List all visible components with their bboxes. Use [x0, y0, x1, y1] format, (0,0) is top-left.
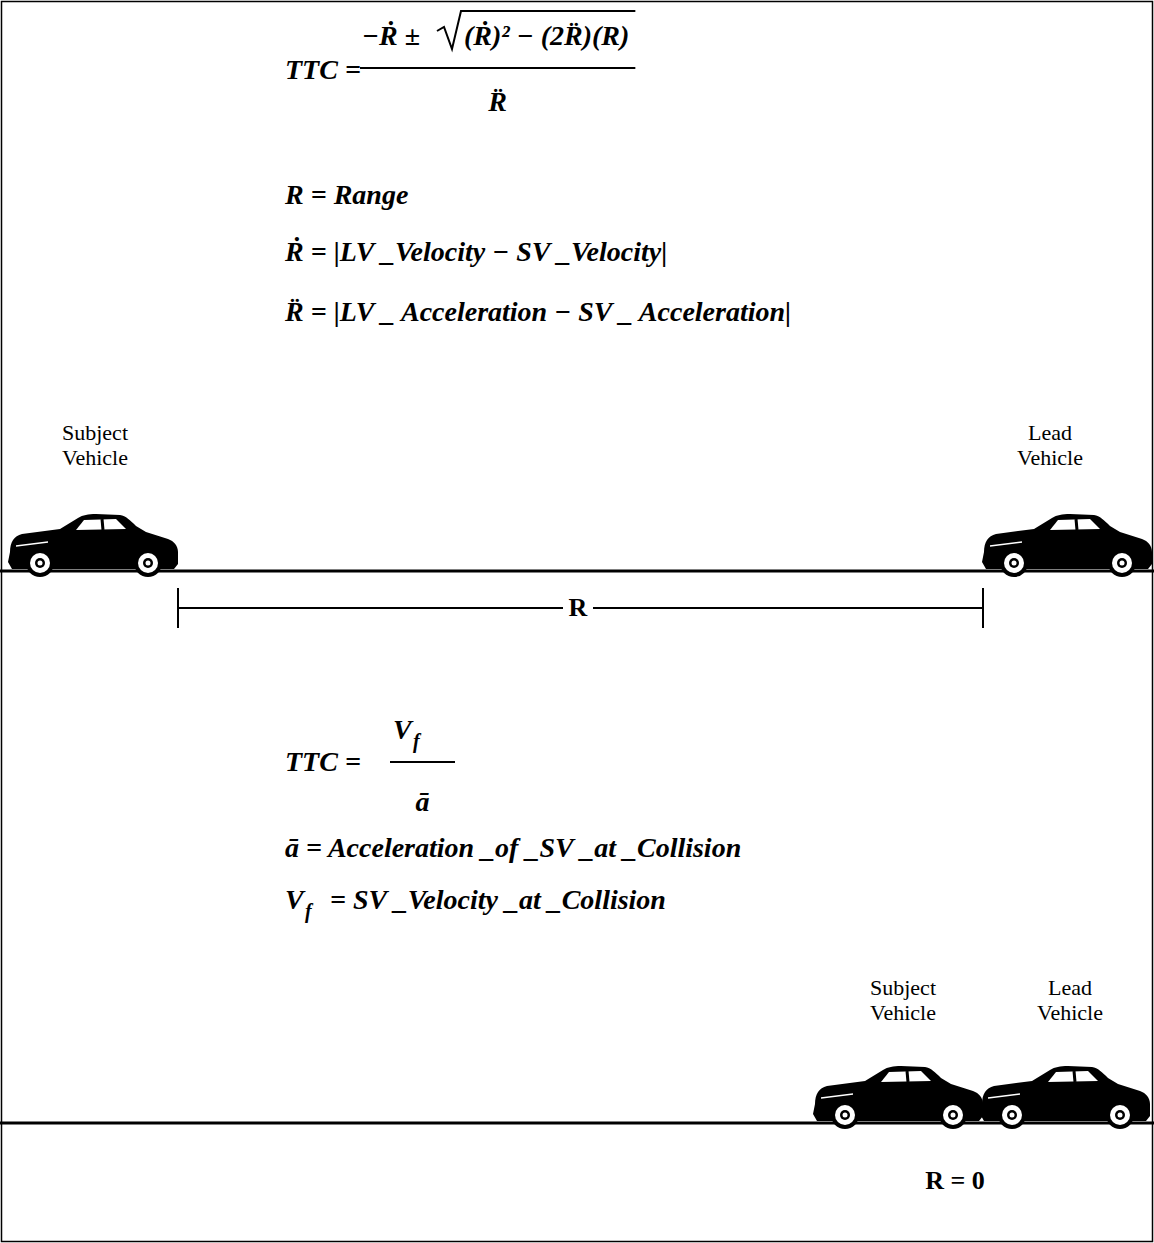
- car-figure: [813, 1066, 983, 1129]
- formula-text: TTC =: [285, 56, 361, 84]
- car-figure: [8, 514, 178, 577]
- formula-text: R̈ = |LV _ Acceleration − SV _ Accelerat…: [285, 298, 791, 326]
- fraction-bar: [390, 761, 455, 763]
- dimension-label: R = 0: [919, 1168, 991, 1194]
- formula-text: V: [393, 716, 412, 744]
- car-figure: [982, 514, 1152, 577]
- formula-text: ā: [416, 788, 430, 816]
- formula-text: R = Range: [285, 181, 408, 209]
- formula-text: Ṙ = |LV _Velocity − SV _Velocity|: [285, 238, 667, 266]
- road-line: [0, 570, 1154, 573]
- formula-text: ā = Acceleration _of _SV _at _Collision: [285, 834, 741, 862]
- formula-text: R̈: [488, 88, 507, 116]
- vehicle-label: Lead Vehicle: [1025, 975, 1115, 1026]
- dimension-label: R: [563, 595, 594, 621]
- vehicle-label: Subject Vehicle: [858, 975, 948, 1026]
- dimension-tick: [982, 588, 984, 628]
- formula-text: V: [285, 886, 304, 914]
- vehicle-label: Lead Vehicle: [1005, 420, 1095, 471]
- car-figure: [980, 1066, 1150, 1129]
- formula-subscript: f: [413, 731, 420, 751]
- formula-subscript: f: [305, 901, 312, 921]
- formula-text: TTC =: [285, 748, 361, 776]
- vehicle-label: Subject Vehicle: [50, 420, 140, 471]
- formula-text: −Ṙ ±: [362, 22, 420, 50]
- road-line: [0, 1122, 1154, 1125]
- fraction-bar: [360, 67, 635, 69]
- formula-text: = SV _Velocity _at _Collision: [330, 886, 666, 914]
- dimension-tick: [177, 588, 179, 628]
- formula-text: (Ṙ)² − (2R̈)(R): [464, 22, 629, 50]
